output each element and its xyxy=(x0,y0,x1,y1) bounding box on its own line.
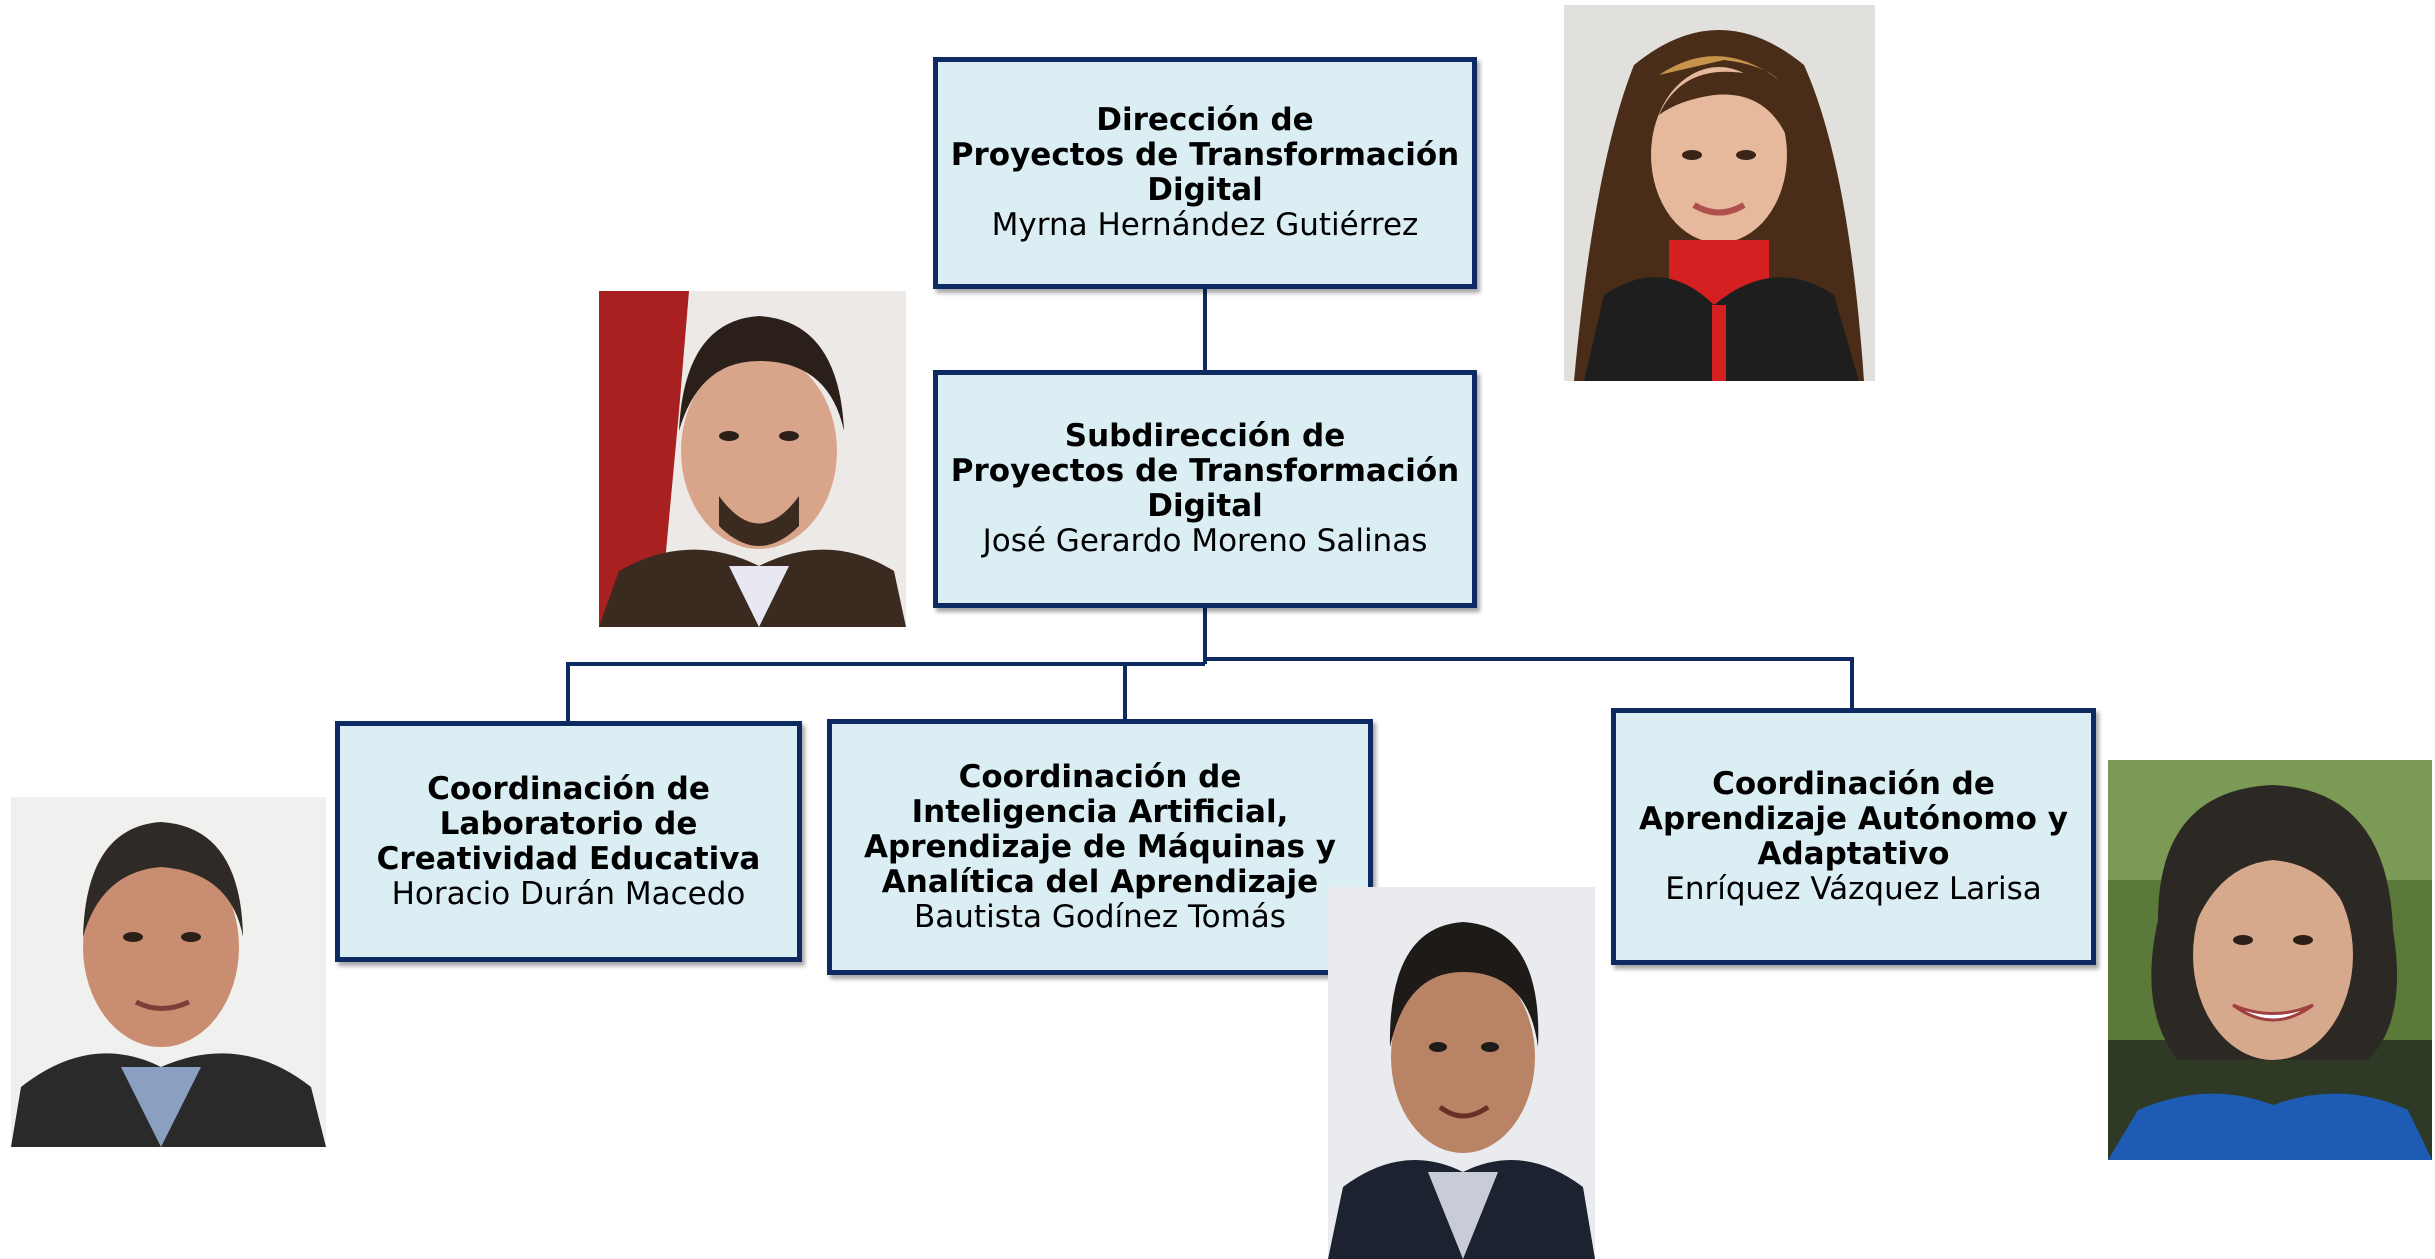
photo-bautista-godinez xyxy=(1328,887,1595,1259)
direccion-title-line-1: Dirección de xyxy=(1096,102,1314,138)
direccion-title-line-2: Proyectos de Transformación xyxy=(950,137,1460,173)
photo-myrna-hernandez xyxy=(1564,5,1875,381)
direccion-person-name: Myrna Hernández Gutiérrez xyxy=(991,207,1419,243)
coord-aprendizaje-person-name: Enríquez Vázquez Larisa xyxy=(1665,870,2042,907)
connector-to-laboratorio xyxy=(566,662,1205,723)
coord-ia-person-name: Bautista Godínez Tomás xyxy=(914,898,1286,935)
connector-to-aprendizaje xyxy=(1205,657,1854,712)
coord-aprendizaje-box: Coordinación de Aprendizaje Autónomo y A… xyxy=(1611,708,2096,965)
coord-aprendizaje-title-line-2: Aprendizaje Autónomo y xyxy=(1639,800,2068,837)
coord-laboratorio-title-line-2: Laboratorio de xyxy=(439,805,698,842)
photo-jose-gerardo-moreno xyxy=(599,291,906,627)
photo-enriquez-larisa xyxy=(2108,760,2432,1160)
coord-ia-title-line-3: Aprendizaje de Máquinas y xyxy=(864,828,1336,865)
coord-ia-title-line-4: Analítica del Aprendizaje xyxy=(881,863,1319,900)
subdireccion-title-line-2: Proyectos de Transformación xyxy=(950,453,1460,489)
coord-laboratorio-person-name: Horacio Durán Macedo xyxy=(391,875,746,912)
subdireccion-box: Subdirección de Proyectos de Transformac… xyxy=(933,370,1477,608)
coord-ia-title-line-1: Coordinación de xyxy=(958,758,1242,795)
coord-aprendizaje-title-line-1: Coordinación de xyxy=(1712,765,1995,802)
subdireccion-title-line-3: Digital xyxy=(1147,488,1263,524)
coord-laboratorio-title-line-3: Creatividad Educativa xyxy=(376,840,761,877)
coord-laboratorio-title-line-1: Coordinación de xyxy=(427,770,710,807)
connector-to-ia xyxy=(1123,662,1205,723)
subdireccion-title-line-1: Subdirección de xyxy=(1064,418,1346,454)
direccion-title-line-3: Digital xyxy=(1147,172,1263,208)
coord-ia-title-line-2: Inteligencia Artificial, xyxy=(911,793,1289,830)
subdireccion-person-name: José Gerardo Moreno Salinas xyxy=(982,523,1428,559)
photo-horacio-duran xyxy=(11,797,326,1147)
direccion-box: Dirección de Proyectos de Transformación… xyxy=(933,57,1477,289)
coord-aprendizaje-title-line-3: Adaptativo xyxy=(1757,835,1950,872)
coord-ia-box: Coordinación de Inteligencia Artificial,… xyxy=(827,719,1373,975)
coord-laboratorio-box: Coordinación de Laboratorio de Creativid… xyxy=(335,721,802,962)
